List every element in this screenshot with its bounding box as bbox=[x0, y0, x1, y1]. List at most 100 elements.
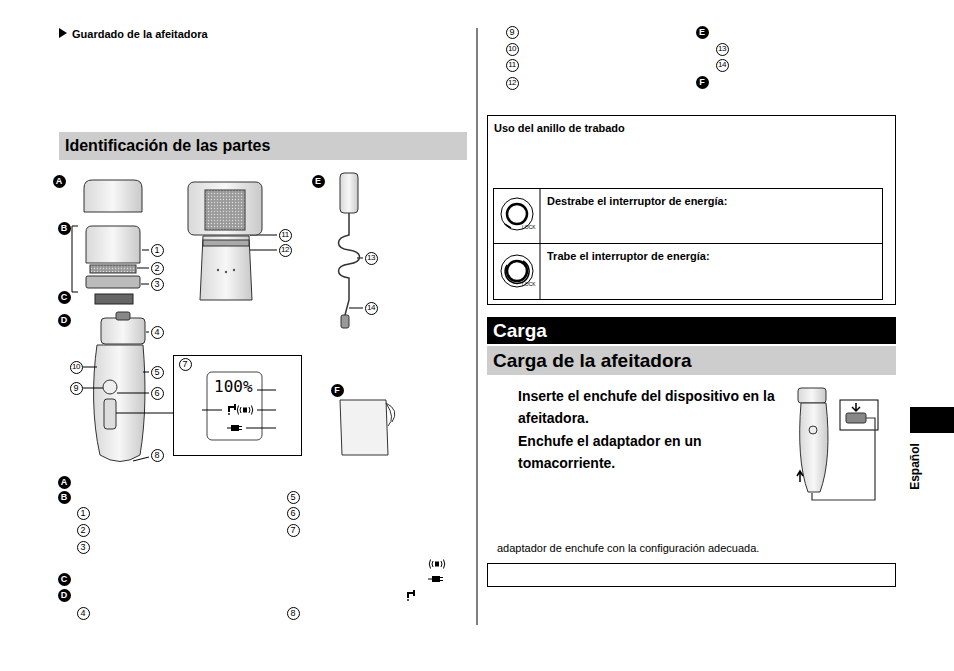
bracket bbox=[72, 226, 78, 292]
node-text: 11 bbox=[281, 231, 288, 239]
part-letter: F bbox=[331, 384, 344, 397]
node-text: 13 bbox=[367, 254, 375, 262]
part-letter: A bbox=[58, 476, 71, 489]
lock-mark: LOCK bbox=[522, 224, 544, 230]
step-text: Enchufe el adaptador en un tomacorriente… bbox=[518, 430, 753, 474]
callout-number: 14 bbox=[716, 59, 729, 72]
part-letter: C bbox=[58, 573, 71, 586]
node-text: F bbox=[699, 78, 705, 87]
front-foil bbox=[205, 190, 245, 230]
callout-number: 8 bbox=[151, 449, 164, 462]
illustration-part bbox=[116, 413, 173, 414]
callout-number: 4 bbox=[151, 326, 164, 339]
chapter-heading: Carga bbox=[487, 317, 896, 344]
part-letter: D bbox=[58, 314, 71, 327]
front-body bbox=[200, 236, 252, 300]
node-text: 14 bbox=[718, 61, 726, 69]
illustration-part bbox=[239, 429, 242, 430]
charge-switch bbox=[809, 426, 817, 434]
node-text: B bbox=[61, 493, 68, 502]
callout-number: 10 bbox=[506, 43, 519, 56]
callout-number: 1 bbox=[77, 507, 90, 520]
node-text: 4 bbox=[154, 328, 159, 337]
shaver-body bbox=[94, 345, 145, 462]
illustration-part bbox=[440, 577, 443, 578]
node-text: Destrabe el interruptor de energía: bbox=[547, 195, 876, 207]
illustration-part bbox=[436, 562, 439, 566]
charge-shaver-head bbox=[798, 388, 826, 403]
note-box: Uso del anillo de trabadoDestrabe el int… bbox=[487, 115, 896, 305]
callout-number: 2 bbox=[151, 262, 164, 275]
illustration-part bbox=[244, 408, 247, 412]
illustration-part bbox=[231, 425, 239, 431]
illustration-part bbox=[146, 332, 149, 333]
part-letter: E bbox=[696, 26, 709, 39]
wireless-icon bbox=[429, 560, 445, 569]
release-button bbox=[203, 240, 249, 246]
illustration-part bbox=[83, 367, 97, 368]
icon-separator bbox=[540, 188, 541, 300]
inset-arrow bbox=[852, 403, 860, 411]
callout-number: 10 bbox=[70, 361, 83, 374]
illustration-part bbox=[117, 393, 149, 394]
node-text: 3 bbox=[154, 280, 159, 289]
charge-cord bbox=[812, 418, 875, 500]
callout-number: 9 bbox=[70, 382, 83, 395]
plug-icon bbox=[227, 425, 242, 431]
illustration-part bbox=[143, 372, 149, 373]
node-text: 1 bbox=[80, 509, 85, 518]
callout-number: 6 bbox=[287, 507, 300, 520]
inset-plug bbox=[846, 413, 866, 423]
inner-blade bbox=[95, 294, 133, 304]
illustration-part bbox=[349, 308, 363, 309]
illustration-part bbox=[237, 406, 253, 415]
illustration-part bbox=[507, 204, 527, 224]
node-text: 2 bbox=[154, 264, 159, 273]
note-box bbox=[488, 564, 896, 587]
node-text: 3 bbox=[80, 543, 85, 552]
node-text: D bbox=[61, 316, 68, 325]
note-text: adaptador de enchufe con la configuració… bbox=[497, 541, 887, 555]
node-text: Carga de la afeitadora bbox=[493, 350, 692, 372]
node-text: 12 bbox=[508, 79, 516, 87]
step-text: Inserte el enchufe del dispositivo en la… bbox=[518, 385, 790, 429]
callout-number: 7 bbox=[287, 524, 300, 537]
faucet-icon bbox=[228, 404, 236, 415]
illustration-part bbox=[228, 413, 230, 415]
illustration-part bbox=[133, 457, 149, 461]
node-text: 13 bbox=[718, 45, 726, 53]
part-letter: B bbox=[58, 491, 71, 504]
node-text: 7 bbox=[182, 360, 187, 369]
foil-frame bbox=[86, 276, 140, 288]
instruction-row: Destrabe el interruptor de energía: bbox=[493, 188, 883, 244]
callout-number: 8 bbox=[287, 607, 300, 620]
inset-box bbox=[840, 400, 878, 430]
part-letter: D bbox=[58, 589, 71, 602]
column-divider bbox=[477, 28, 478, 625]
cap bbox=[84, 180, 142, 212]
adapter bbox=[340, 173, 358, 213]
node-text: F bbox=[334, 386, 340, 395]
front-head bbox=[188, 182, 262, 235]
power-switch bbox=[103, 380, 117, 394]
illustration-part bbox=[505, 261, 529, 283]
node-text: Carga bbox=[493, 320, 547, 342]
node-text: D bbox=[61, 591, 68, 600]
illustration-part bbox=[432, 576, 440, 582]
illustration-part bbox=[137, 268, 149, 269]
page-rules bbox=[477, 28, 896, 625]
callout-number: 9 bbox=[506, 26, 519, 39]
callout-number: 3 bbox=[77, 541, 90, 554]
part-letter: C bbox=[58, 291, 71, 304]
illustration-part bbox=[142, 250, 149, 251]
node-text: C bbox=[61, 293, 68, 302]
illustration-part bbox=[257, 390, 276, 391]
section-heading: Carga de la afeitadora bbox=[487, 346, 896, 375]
language-tab: Español bbox=[908, 432, 923, 502]
node-text: Identificación de las partes bbox=[65, 137, 270, 155]
node-text: 5 bbox=[290, 493, 295, 502]
display-window bbox=[104, 399, 116, 429]
node-text: 10 bbox=[72, 363, 80, 371]
callout-number: 11 bbox=[279, 229, 292, 242]
illustration-part bbox=[505, 224, 511, 228]
